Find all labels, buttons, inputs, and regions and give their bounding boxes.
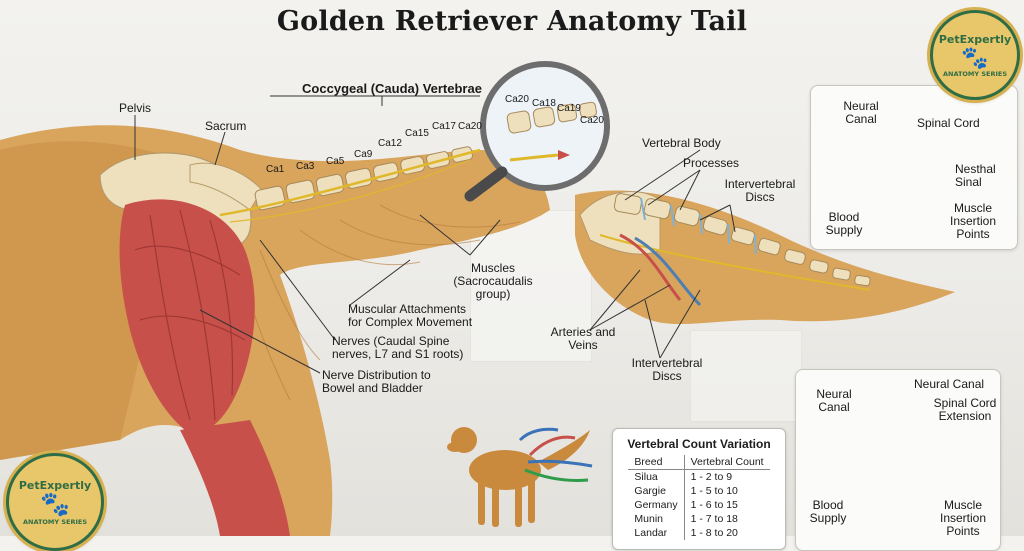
- label-processes: Processes: [683, 156, 740, 170]
- petexpertly-badge-bottom: PetExpertly 🐾 ANATOMY SERIES: [6, 453, 104, 551]
- label-pelvis: Pelvis: [119, 101, 152, 115]
- background-window: [690, 330, 802, 422]
- vertebral-table: Breed Vertebral Count Silua 1 - 2 to 9 Ga…: [628, 455, 770, 540]
- label-ca12: Ca12: [378, 138, 402, 149]
- magnified-vertebrae: [506, 101, 597, 134]
- background-window: [470, 210, 592, 362]
- table-cell: 1 - 5 to 10: [683, 484, 770, 498]
- label-ca15: Ca15: [405, 128, 429, 139]
- table-header-count: Vertebral Count: [683, 455, 770, 470]
- table-row: Munin 1 - 7 to 18: [628, 512, 770, 526]
- table-cell: 1 - 7 to 18: [683, 512, 770, 526]
- page-title: Golden Retriever Anatomy Tail: [276, 6, 748, 37]
- label-neural-canal-bottom-right: Neural Canal: [914, 377, 985, 391]
- label-mag-ca20b: Ca20: [580, 115, 604, 126]
- table-cell: Gargie: [634, 485, 666, 497]
- label-ca20: Ca20: [458, 121, 482, 132]
- label-coccygeal: Coccygeal (Cauda) Vertebrae: [302, 81, 482, 96]
- table-cell: Silua: [634, 471, 658, 483]
- paw-icon: 🐾: [40, 490, 70, 518]
- label-ca5: Ca5: [326, 156, 345, 167]
- label-vertebral-body: Vertebral Body: [642, 136, 721, 150]
- right-tail-vertebrae: [613, 193, 871, 287]
- label-ca3: Ca3: [296, 161, 315, 172]
- paw-icon: 🐾: [961, 44, 989, 70]
- spinal-nerve: [219, 148, 481, 217]
- badge-brand: PetExpertly: [938, 32, 1012, 46]
- label-mag-ca20a: Ca20: [505, 94, 529, 105]
- table-header-breed: Breed: [628, 455, 685, 470]
- label-ca1: Ca1: [266, 164, 285, 175]
- vein: [634, 236, 702, 307]
- table-cell: 1 - 2 to 9: [683, 469, 770, 484]
- cross-section-panel-bottom: [795, 369, 1001, 551]
- label-ca17: Ca17: [432, 121, 456, 132]
- label-spinal-cord-top: Spinal Cord: [917, 116, 980, 130]
- vertebral-count-table: Vertebral Count Variation Breed Vertebra…: [612, 428, 786, 550]
- table-cell: 1 - 6 to 15: [683, 498, 770, 512]
- table-cell: 1 - 8 to 20: [683, 526, 770, 540]
- magnifier-handle: [464, 166, 508, 202]
- table-row: Germany 1 - 6 to 15: [628, 498, 770, 512]
- table-cell: Landar: [634, 527, 668, 539]
- table-title: Vertebral Count Variation: [627, 437, 771, 451]
- artery: [619, 233, 682, 301]
- label-mag-ca19: Ca19: [557, 103, 581, 114]
- label-mag-ca18: Ca18: [532, 98, 556, 109]
- right-tail-fur: [575, 190, 955, 325]
- table-row: Gargie 1 - 5 to 10: [628, 484, 770, 498]
- table-cell: Munin: [634, 513, 664, 525]
- petexpertly-badge-top: PetExpertly 🐾 ANATOMY SERIES: [930, 10, 1020, 100]
- thigh-muscle-group: [119, 199, 255, 433]
- badge-series: ANATOMY SERIES: [942, 69, 1008, 78]
- cross-section-panel-top: [810, 85, 1018, 250]
- movement-arrows: [518, 427, 593, 482]
- badge-series: ANATOMY SERIES: [22, 517, 88, 526]
- table-row: Landar 1 - 8 to 20: [628, 526, 770, 540]
- label-ca9: Ca9: [354, 149, 373, 160]
- table-row: Silua 1 - 2 to 9: [628, 469, 770, 484]
- badge-brand: PetExpertly: [18, 478, 92, 492]
- small-golden-retriever: [447, 427, 590, 527]
- label-sacrum: Sacrum: [205, 119, 247, 133]
- table-cell: Germany: [634, 499, 678, 511]
